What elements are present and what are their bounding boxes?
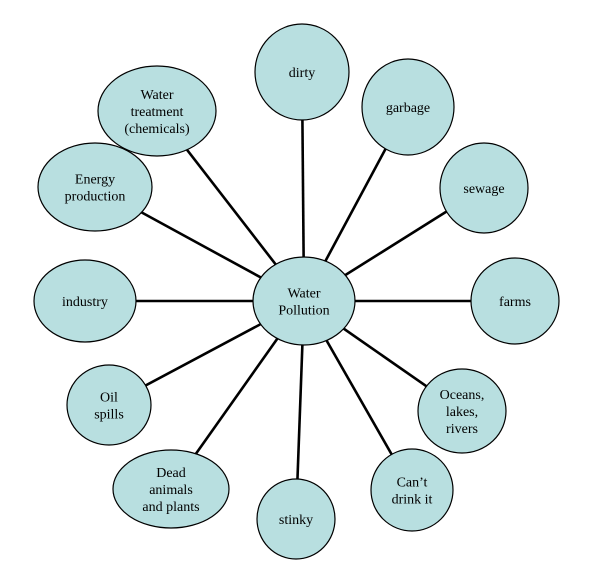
bubble-energy-label-line: Energy	[75, 173, 115, 188]
bubble-farms: farms	[470, 257, 560, 345]
bubble-dead-label-line: and plants	[142, 500, 199, 515]
bubble-energy-label-line: production	[65, 190, 126, 205]
bubble-dead: Dead animals and plants	[112, 449, 230, 529]
bubble-oceans-ellipse	[417, 368, 507, 454]
bubble-sewage-label-line: sewage	[463, 182, 504, 197]
bubble-oceans-label-line: Oceans,	[440, 388, 485, 403]
bubble-oil: Oil spills	[66, 364, 152, 446]
bubble-oil-label-line: spills	[94, 408, 124, 423]
bubble-oceans-label-line: rivers	[446, 422, 478, 437]
bubble-oceans: Oceans, lakes, rivers	[417, 368, 507, 454]
bubble-cant-drink-label-line: Can’t	[397, 476, 428, 491]
bubble-oil-ellipse	[66, 364, 152, 446]
bubble-oceans-label-line: lakes,	[446, 405, 478, 420]
bubble-garbage-ellipse	[361, 58, 455, 156]
bubble-dead-ellipse	[112, 449, 230, 529]
bubble-oil-label-line: Oil	[100, 391, 118, 406]
bubble-cant-drink-ellipse	[370, 448, 454, 532]
bubble-energy: Energy production	[37, 142, 153, 232]
bubble-dead-label-line: animals	[149, 483, 193, 498]
bubble-sewage: sewage	[439, 142, 529, 234]
center-bubble-label-line: Water	[287, 287, 320, 302]
bubble-sewage-ellipse	[439, 142, 529, 234]
bubble-stinky-label-line: stinky	[279, 513, 313, 528]
bubble-dirty: dirty	[254, 23, 350, 121]
bubble-cant-drink: Can’t drink it	[370, 448, 454, 532]
bubble-dirty-label-line: dirty	[289, 66, 315, 81]
bubble-farms-ellipse	[470, 257, 560, 345]
center-bubble-ellipse	[252, 256, 356, 346]
bubble-industry: industry	[33, 259, 137, 343]
bubble-energy-ellipse	[37, 142, 153, 232]
bubble-dirty-ellipse	[254, 23, 350, 121]
bubble-industry-ellipse	[33, 259, 137, 343]
bubble-cant-drink-label-line: drink it	[392, 493, 433, 508]
bubble-garbage-label-line: garbage	[386, 101, 430, 116]
bubble-stinky: stinky	[256, 478, 336, 560]
bubble-treatment-label-line: Water	[140, 88, 173, 103]
bubble-treatment: Water treatment (chemicals)	[97, 65, 217, 157]
bubble-industry-label-line: industry	[62, 295, 108, 310]
bubble-garbage: garbage	[361, 58, 455, 156]
bubble-stinky-ellipse	[256, 478, 336, 560]
bubble-treatment-label-line: (chemicals)	[124, 122, 190, 137]
bubble-treatment-label-line: treatment	[131, 105, 184, 120]
bubble-farms-label-line: farms	[499, 295, 531, 310]
bubble-treatment-ellipse	[97, 65, 217, 157]
bubble-dead-label-line: Dead	[156, 466, 186, 481]
center-bubble-label-line: Pollution	[278, 304, 329, 319]
